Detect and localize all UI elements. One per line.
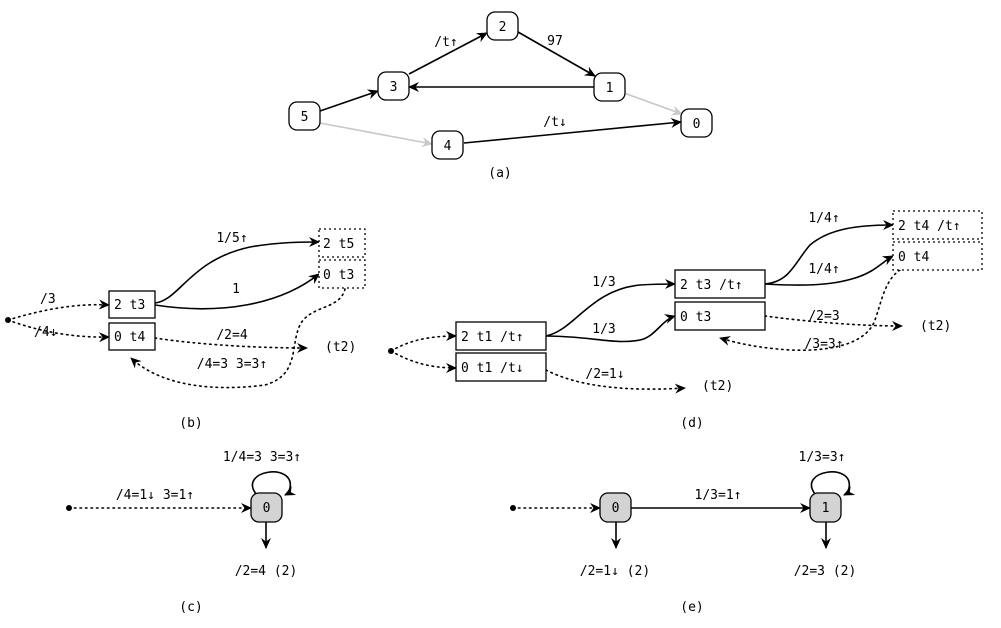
caption-a: (a) [488,166,511,181]
record-b-t3-target [318,259,366,289]
node-5-label: 5 [301,110,309,125]
label-e-out-0: /2=1↓ (2) [580,564,650,579]
edge-5-4 [319,122,433,148]
label-b-back: /4=3 3=3↑ [197,357,267,372]
record-d-t4up [892,210,983,240]
edge-d-t1-t3 [545,314,676,343]
edge-d-t3-t4up [764,220,894,285]
record-d-t3-label: 0 t3 [680,310,711,325]
record-b-t3-label: 2 t3 [114,298,145,313]
node-e-1 [809,492,842,523]
record-d-t1up [455,321,547,351]
edge-b-t3-t5 [154,237,320,304]
edge-d-t3-t2 [764,315,903,331]
record-d-t4-label: 0 t4 [898,250,929,265]
record-d-t4up-label: 2 t4 /t↑ [898,219,961,234]
node-e-1-label: 1 [822,501,830,516]
panel-b: /3 /4↓ 1/5↑ 1 /2=4 /4=3 3=3↑ 2 t3 0 t4 2… [5,228,366,431]
panel-c: /4=1↓ 3=1↑ 1/4=3 3=3↑ 0 /2=4 (2) (c) [66,450,301,615]
edge-d-start-t1down [390,350,457,373]
node-2 [486,11,519,41]
record-b-t4 [108,322,156,351]
node-3 [377,71,410,101]
node-5 [288,101,321,131]
edge-2-1 [517,31,596,77]
label-e-0-1: 1/3=1↑ [695,488,742,503]
record-d-t1down [455,352,547,382]
record-b-t5 [318,228,366,258]
edge-d-t3-t4 [764,255,894,286]
node-e-0-label: 0 [612,501,620,516]
edge-d-t1-t2 [545,369,686,394]
edge-b-start-t3 [7,299,110,321]
label-e-loop: 1/3=3↑ [799,450,846,465]
label-c-loop: 1/4=3 3=3↑ [223,450,301,465]
label-edge-2-1: 97 [547,34,563,49]
label-d-2-3: /2=3 [808,309,839,324]
label-edge-4-0: /t↓ [543,115,566,130]
edge-4-0 [463,117,682,144]
record-b-t5-label: 2 t5 [323,237,354,252]
caption-e: (e) [680,600,703,615]
label-d-1-4up-bot: 1/4↑ [808,262,839,277]
record-d-t3up-label: 2 t3 /t↑ [680,278,743,293]
label-d-1-3-bot: 1/3 [592,322,615,337]
record-d-t4 [892,241,983,271]
edge-b-start-t4 [7,319,110,343]
node-2-label: 2 [499,20,507,35]
edge-3-2 [408,32,488,75]
node-0 [680,108,713,138]
caption-b: (b) [179,416,202,431]
label-b-t2: (t2) [325,340,356,355]
record-d-t3 [674,301,766,331]
caption-d: (d) [680,416,703,431]
label-b-1: 1 [232,282,240,297]
node-4 [431,130,464,160]
caption-c: (c) [179,600,202,615]
edge-d-start-t1up [390,331,457,352]
node-c-0-label: 0 [263,501,271,516]
edge-b-t4-t2 [154,337,308,353]
label-b-2-4: /2=4 [216,328,247,343]
record-d-t1down-label: 0 t1 /t↓ [461,361,524,376]
label-c-in: /4=1↓ 3=1↑ [116,488,194,503]
node-0-label: 0 [693,117,701,132]
edge-d-t1-t3up [545,279,676,337]
node-e-0 [599,492,632,523]
edge-1-0 [623,92,683,116]
label-d-3-3up: /3=3↑ [804,337,843,352]
label-d-1-4up-top: 1/4↑ [808,211,839,226]
edge-b-t3-t3 [154,273,320,310]
label-b-slash4down: /4↓ [34,325,57,340]
panel-e: 1/3=1↑ 1/3=3↑ 0 1 /2=1↓ (2) /2=3 (2) (e) [510,450,856,615]
label-edge-3-2: /t↑ [434,35,457,50]
record-b-t3-target-label: 0 t3 [323,268,354,283]
label-e-out-1: /2=3 (2) [794,564,857,579]
record-d-t3up [674,269,766,299]
edge-b-t3-t4 [130,288,346,389]
label-d-1-3-top: 1/3 [592,275,615,290]
edge-c-self-loop [251,471,297,496]
node-4-label: 4 [444,139,452,154]
record-b-t4-label: 0 t4 [114,330,145,345]
node-1-label: 1 [606,81,614,96]
edge-5-3 [319,89,379,112]
record-d-t1up-label: 2 t1 /t↑ [461,330,524,345]
label-b-1-5up: 1/5↑ [216,231,247,246]
node-c-0 [250,492,283,523]
edge-e-self-loop [810,471,856,496]
label-b-slash3: /3 [40,292,56,307]
label-d-2-1down: /2=1↓ [585,367,624,382]
node-1 [593,72,626,102]
label-c-out: /2=4 (2) [235,564,298,579]
node-3-label: 3 [390,80,398,95]
label-d-t2-right: (t2) [920,319,951,334]
panel-d: 1/3 1/3 1/4↑ 1/4↑ /2=3 /3=3↑ /2=1↓ 2 t1 … [388,210,983,431]
record-b-t3 [108,290,156,319]
label-d-t2-bottom: (t2) [702,379,733,394]
panel-a: /t↑ 97 /t↓ 5 3 2 1 4 0 (a) [288,11,713,181]
